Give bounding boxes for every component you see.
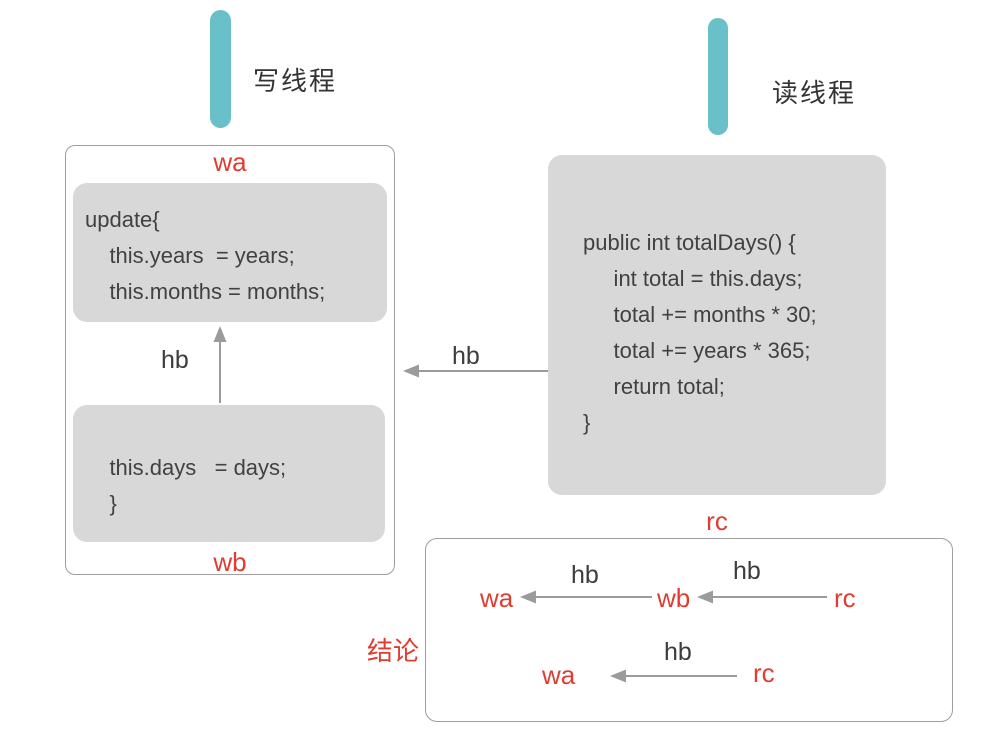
conclusion-row2-hb: hb: [664, 638, 692, 666]
read-code-block: public int totalDays() { int total = thi…: [548, 155, 886, 495]
conclusion-row1-wa: wa: [480, 583, 514, 613]
conclusion-row2-rc: rc: [753, 658, 775, 688]
write-code-block-1: update{ this.years = years; this.months …: [73, 183, 387, 322]
code-line: this.years = years;: [85, 243, 295, 268]
write-thread-bar-icon: [210, 10, 231, 128]
conclusion-title: 结论: [367, 636, 420, 666]
code-line: int total = this.days;: [583, 266, 803, 291]
code-line: total += years * 365;: [583, 338, 811, 363]
conclusion-row1-hb1: hb: [571, 561, 599, 589]
read-thread-label: 读线程: [772, 78, 857, 108]
write-hb-label: hb: [161, 346, 189, 374]
code-line: }: [85, 491, 117, 516]
write-thread-label: 写线程: [253, 66, 338, 96]
code-line: this.days = days;: [85, 455, 287, 480]
write-a-tag: wa: [213, 147, 247, 177]
read-thread-bar-icon: [708, 18, 728, 135]
conclusion-row1-rc: rc: [834, 583, 856, 613]
code-line: total += months * 30;: [583, 302, 817, 327]
read-c-tag: rc: [706, 506, 728, 536]
write-code-block-2: this.days = days; }: [73, 405, 385, 542]
code-line: return total;: [583, 374, 725, 399]
conclusion-box: [425, 538, 953, 722]
mid-hb-label: hb: [452, 342, 480, 370]
code-line: }: [583, 410, 591, 435]
write-b-tag: wb: [213, 547, 247, 577]
code-line: update{: [85, 207, 160, 232]
conclusion-row1-wb: wb: [657, 583, 691, 613]
code-line: this.months = months;: [85, 279, 326, 304]
conclusion-row1-hb2: hb: [733, 557, 761, 585]
code-line: public int totalDays() {: [583, 230, 796, 255]
conclusion-row2-wa: wa: [542, 660, 576, 690]
